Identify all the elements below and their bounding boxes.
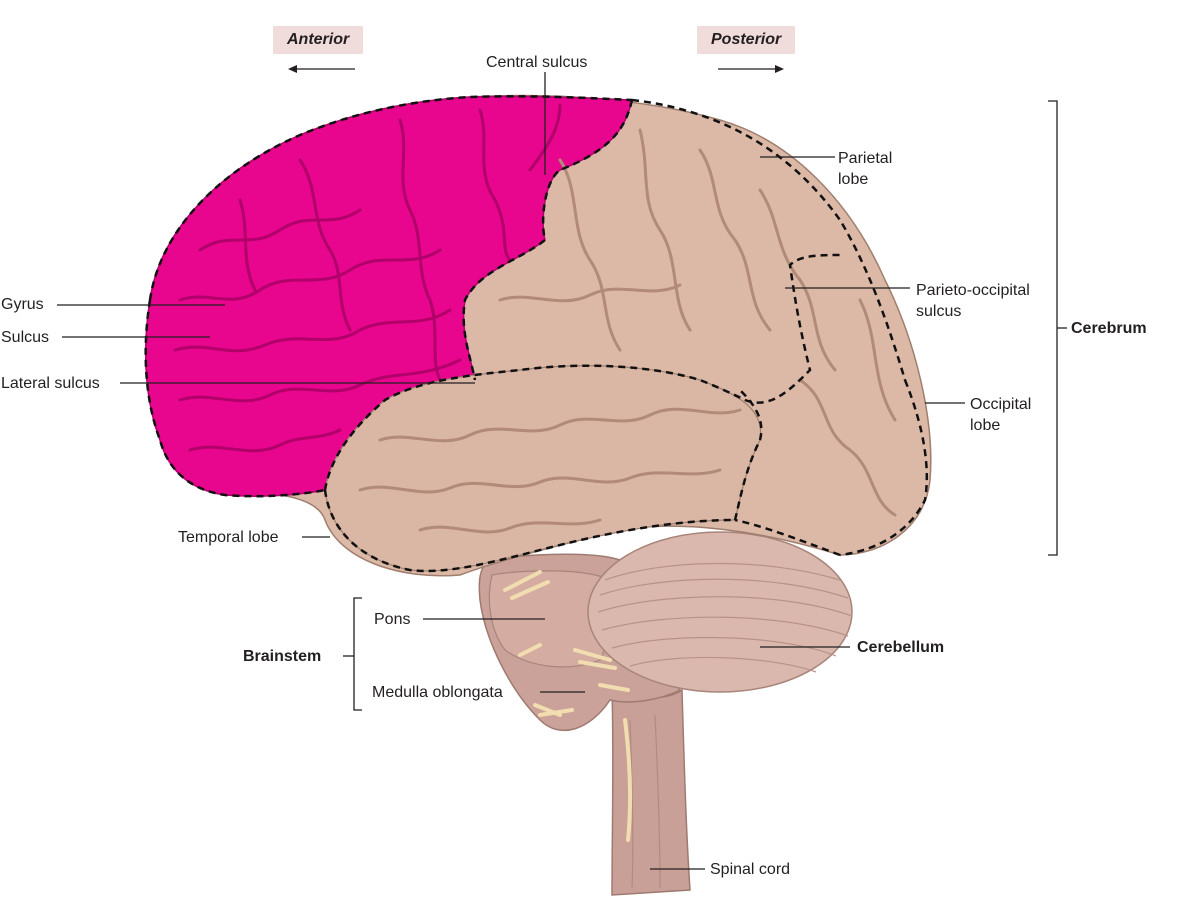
- spinal-cord-texture: [629, 714, 661, 889]
- cerebrum-bracket: [1048, 100, 1058, 556]
- gyrus-label: Gyrus: [1, 296, 44, 313]
- pons-label: Pons: [374, 611, 411, 628]
- lobe-boundaries: [144, 95, 929, 573]
- leader-lines: [57, 65, 1067, 870]
- brainstem-label: Brainstem: [243, 648, 322, 665]
- cerebellum-folia: [597, 562, 853, 673]
- posterior-arrowhead: [775, 65, 784, 73]
- lateral-sulcus-label: Lateral sulcus: [1, 375, 100, 392]
- anterior-arrowhead: [288, 65, 297, 73]
- sulcus-label: Sulcus: [1, 329, 50, 346]
- parietal-lobe-label: Parietal lobe: [838, 150, 893, 188]
- brainstem-bracket: [353, 597, 362, 711]
- cerebellum: [587, 531, 853, 693]
- spinal-cord-label: Spinal cord: [710, 861, 791, 878]
- frontal-gyri: [173, 103, 562, 453]
- central-sulcus-label: Central sulcus: [486, 54, 588, 71]
- cranial-nerves: [503, 570, 633, 842]
- cerebellum-label: Cerebellum: [857, 639, 945, 656]
- anterior-label: Anterior: [273, 26, 364, 54]
- medulla-oblongata-label: Medulla oblongata: [372, 684, 503, 701]
- cerebrum-gyri: [358, 128, 897, 534]
- posterior-label: Posterior: [697, 26, 796, 54]
- occipital-lobe-label: Occipital lobe: [970, 396, 1032, 434]
- cerebrum-label: Cerebrum: [1071, 320, 1147, 337]
- parieto-occipital-sulcus-label: Parieto-occipital sulcus: [916, 282, 1030, 320]
- temporal-lobe-label: Temporal lobe: [178, 529, 279, 546]
